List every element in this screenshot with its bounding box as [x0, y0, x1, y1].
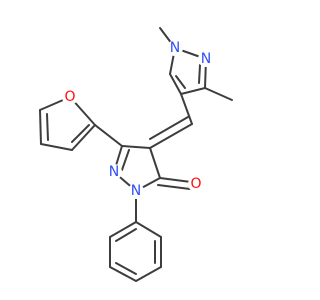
bond-furan-c5-c4 [39, 109, 42, 145]
bond-phenyl-4-5 [109, 266, 137, 282]
bond-furan-c5-c4-inner [46, 113, 49, 141]
bond-c4-ch [180, 93, 193, 125]
atom-label-ring-n1: N [131, 183, 141, 199]
bond-ch-c4ring [149, 123, 193, 149]
bond-phenyl-4-5-inner [115, 262, 137, 275]
bond-c3-methyl [204, 87, 233, 101]
bond-pyrazole-c4-c5-inner [175, 75, 186, 89]
bond-ch-c4ring-inner [149, 116, 189, 140]
chemical-structure: N N O N N O [39, 27, 233, 282]
bond-phenyl-6-1 [109, 221, 137, 238]
atom-pyrazole-n1: N [167, 40, 183, 56]
atom-furan-o: O [62, 89, 78, 105]
bond-pyrazole-c3-c4 [180, 87, 206, 95]
atom-label-carbonyl-o: O [190, 176, 201, 192]
bond-pyrazole-n2-c3-inner [198, 64, 201, 84]
bond-pyrazole-c4-c5 [169, 73, 182, 95]
bond-c4-c3 [121, 145, 151, 149]
bond-c5-o [159, 177, 192, 183]
atom-ring-n2: N [106, 164, 122, 180]
atom-ring-n1: N [128, 183, 144, 199]
bond-furan-c3-c2-inner [71, 124, 90, 143]
bond-c3-furan [94, 124, 123, 147]
bond-c3-n2-inner [121, 149, 130, 171]
atom-pyrazole-n2: N [198, 51, 214, 67]
atom-carbonyl-o: O [188, 176, 204, 192]
bond-phenyl-6-1-inner [115, 228, 137, 242]
atom-label-furan-o: O [64, 89, 75, 105]
atom-labels: N N O N N O [62, 40, 214, 199]
bond-c5-o-inner [157, 184, 191, 190]
bond-phenyl-1-2 [135, 221, 162, 238]
bond-furan-c4-c3 [40, 143, 73, 151]
bond-c5-c4 [149, 147, 161, 179]
atom-label-pyrazole-n1: N [170, 40, 180, 56]
bond-phenyl-3-4 [135, 266, 162, 282]
atom-label-ring-n2: N [109, 164, 119, 180]
atom-label-pyrazole-n2: N [201, 51, 211, 67]
bond-furan-c3-c2 [71, 124, 96, 151]
